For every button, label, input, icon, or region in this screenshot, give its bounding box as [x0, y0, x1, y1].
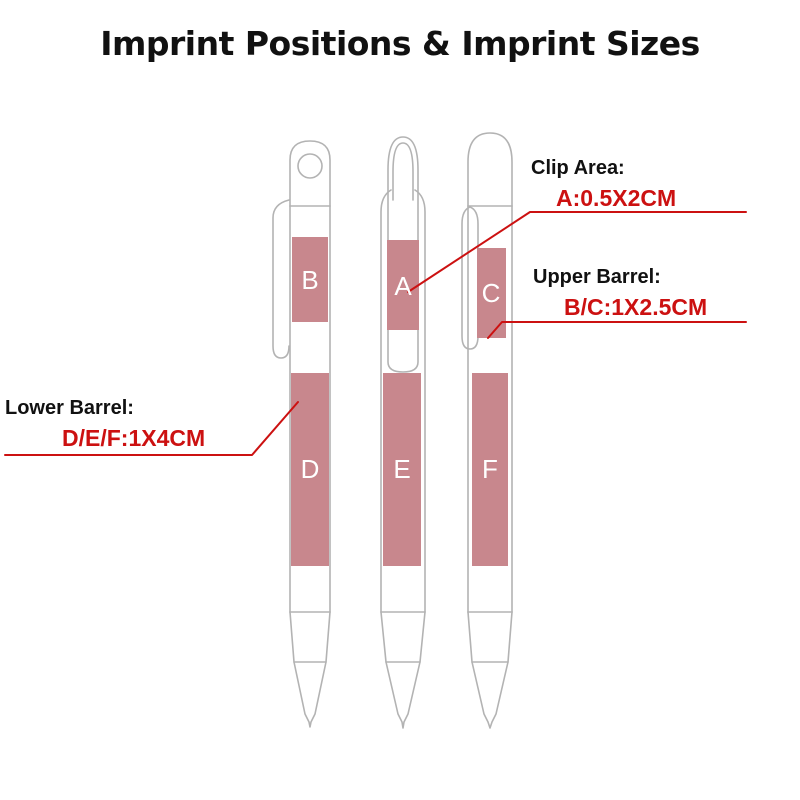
imprint-areas	[291, 237, 508, 566]
page-title: Imprint Positions & Imprint Sizes	[100, 24, 700, 63]
imprint-area-d	[291, 373, 329, 566]
imprint-area-b	[292, 237, 328, 322]
imprint-label-a: A	[394, 271, 412, 301]
upper-barrel-annotation-line	[487, 321, 747, 339]
clip-area-annotation-line	[407, 211, 747, 293]
pen-left-ring-hole	[297, 153, 323, 179]
lower-barrel-annotation-line	[4, 401, 299, 456]
pen-middle	[380, 136, 426, 729]
imprint-label-f: F	[482, 454, 498, 484]
imprint-area-f	[472, 373, 508, 566]
upper-barrel-label: Upper Barrel:	[533, 266, 661, 288]
imprint-label-e: E	[393, 454, 410, 484]
pen-right-tip	[467, 611, 513, 729]
imprint-label-c: C	[482, 278, 501, 308]
pen-middle-clip-outer	[387, 136, 419, 373]
pen-left	[272, 140, 331, 728]
lower-barrel-label: Lower Barrel:	[5, 397, 134, 419]
annotation-lines	[4, 211, 747, 456]
lower-barrel-size: D/E/F:1X4CM	[62, 425, 206, 451]
pen-middle-clip-inner	[392, 142, 414, 201]
pen-middle-barrel-right	[414, 189, 426, 613]
upper-barrel-size: B/C:1X2.5CM	[564, 294, 708, 320]
pen-middle-tip	[380, 611, 426, 729]
imprint-area-e	[383, 373, 421, 566]
imprint-letters: B A C D E F	[301, 265, 501, 484]
pen-left-clip	[272, 199, 290, 359]
imprint-area-a	[387, 240, 419, 330]
clip-area-label: Clip Area:	[531, 157, 625, 179]
pen-right-cap	[467, 132, 513, 207]
clip-area-size: A:0.5X2CM	[556, 185, 677, 211]
imprint-label-b: B	[301, 265, 318, 295]
pen-right-clip	[461, 206, 479, 350]
pen-left-tip	[289, 611, 331, 728]
pen-middle-barrel-left	[380, 189, 392, 613]
pen-left-cap	[289, 140, 331, 207]
imprint-label-d: D	[301, 454, 320, 484]
